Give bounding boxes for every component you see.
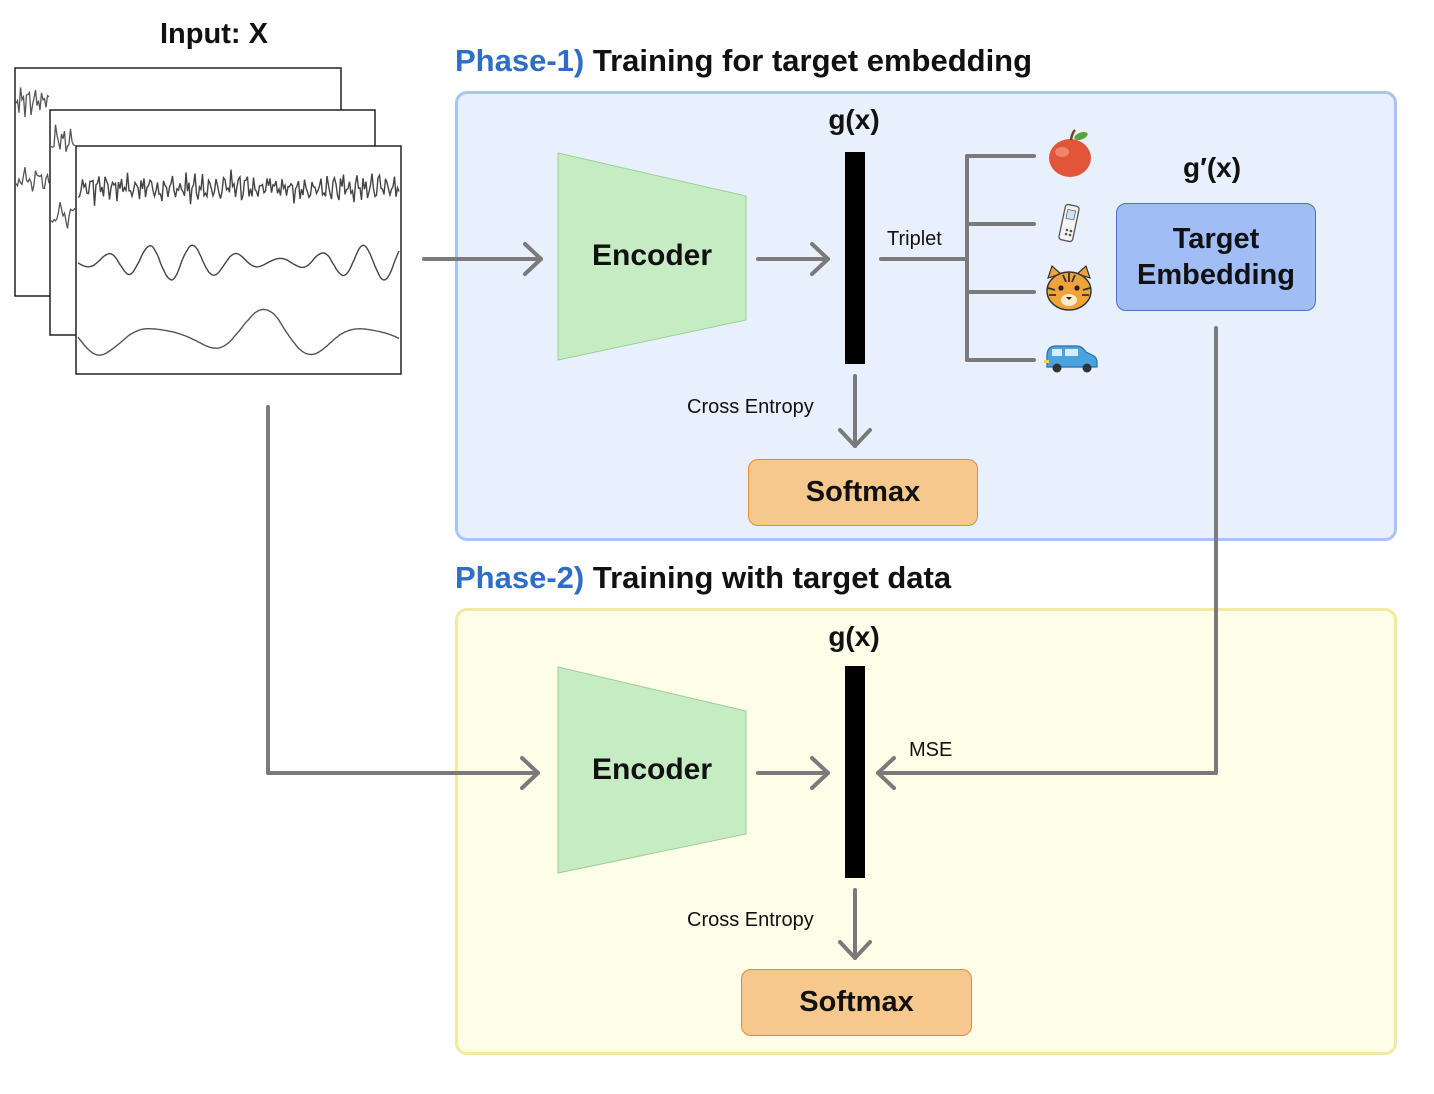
phase1-cross-entropy-label: Cross Entropy	[687, 396, 814, 418]
signal-middle-wave2	[50, 202, 76, 229]
arrow-target-to-gx2	[876, 326, 1218, 775]
arrowhead-input-to-encoder1	[523, 242, 543, 276]
input-label: Input: X	[160, 18, 268, 50]
target-embedding-line2: Embedding	[1137, 259, 1295, 291]
car-icon	[1044, 345, 1098, 373]
input-signal-stack	[14, 67, 402, 375]
phase2-cross-entropy-label: Cross Entropy	[687, 909, 814, 931]
signal-front-wave2	[77, 244, 400, 281]
signal-frame-front	[75, 145, 402, 375]
phase2-title: Phase-2) Training with target data	[455, 560, 951, 596]
arrowhead-encoder2-to-gx2	[810, 756, 830, 790]
arrow-input-to-encoder2	[266, 405, 540, 775]
phase2-encoder-label: Encoder	[591, 753, 713, 786]
mobile-phone-icon	[1058, 203, 1080, 243]
phase1-softmax-label: Softmax	[805, 476, 921, 508]
phase2-softmax-box: Softmax	[741, 969, 972, 1036]
phase1-gx-bar	[845, 152, 865, 364]
gprime-label: g′(x)	[1183, 152, 1242, 183]
arrowhead-encoder1-to-gx1	[810, 242, 830, 276]
phase2-gx-bar	[845, 666, 865, 878]
phase2-gx-label: g(x)	[828, 621, 880, 652]
signal-front-wave1	[77, 169, 400, 206]
target-embedding-line1: Target	[1172, 223, 1260, 255]
phase1-softmax-box: Softmax	[748, 459, 978, 526]
signal-back-wave2	[15, 167, 50, 192]
phase2-encoder-shape	[557, 666, 747, 874]
phase1-tag: Phase-1)	[455, 43, 585, 78]
signal-front-wave3	[77, 308, 400, 356]
tiger-face-icon	[1046, 264, 1092, 311]
target-embedding-box: Target Embedding	[1116, 203, 1316, 311]
arrowhead-target-to-gx2	[876, 756, 896, 790]
phase1-encoder-shape	[557, 152, 747, 361]
phase2-tag: Phase-2)	[455, 560, 585, 595]
triplet-label: Triplet	[887, 228, 942, 250]
phase2-title-text: Training with target data	[592, 560, 952, 595]
signal-back-wave1	[15, 87, 50, 118]
phase1-gx-label: g(x)	[828, 104, 880, 135]
mse-label: MSE	[909, 739, 953, 761]
arrowhead-input-to-encoder2	[520, 756, 540, 790]
phase1-title-text: Training for target embedding	[592, 43, 1033, 78]
apple-icon	[1049, 129, 1091, 177]
phase1-title: Phase-1) Training for target embedding	[455, 43, 1032, 79]
phase1-encoder-label: Encoder	[591, 239, 713, 272]
arrowhead-gx1-to-softmax1	[838, 428, 872, 448]
signal-middle-wave1	[50, 124, 76, 152]
arrowhead-gx2-to-softmax2	[838, 940, 872, 960]
phase2-softmax-label: Softmax	[799, 986, 914, 1018]
